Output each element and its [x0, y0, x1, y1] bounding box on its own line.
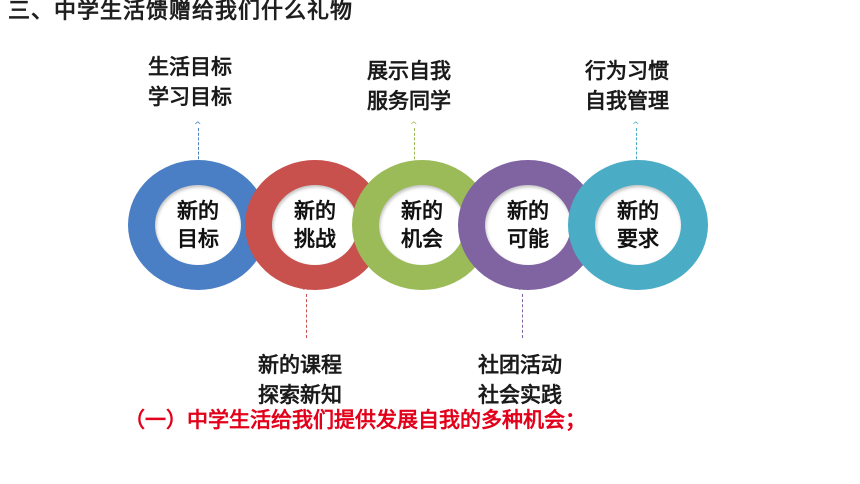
ring-text: 可能	[507, 227, 549, 251]
ring-center: 新的 挑战	[272, 185, 358, 265]
connector-opportunity	[414, 128, 415, 164]
ring-text: 挑战	[294, 227, 336, 251]
arrow-up-icon: ^	[632, 121, 640, 131]
label-line: 展示自我	[367, 59, 451, 83]
connector-challenge	[306, 294, 307, 338]
ring-center: 新的 要求	[595, 185, 681, 265]
label-line: 服务同学	[367, 89, 451, 113]
ring-text: 要求	[617, 227, 659, 251]
summary-note: （一）中学生活给我们提供发展自我的多种机会；	[124, 408, 586, 432]
label-opportunity: 展示自我 服务同学	[367, 56, 451, 116]
ring-possibility: 新的 可能	[458, 160, 598, 290]
label-line: 学习目标	[148, 85, 232, 109]
label-line: 社会实践	[478, 383, 562, 407]
label-challenge: 新的课程 探索新知	[258, 350, 342, 410]
ring-goal: 新的 目标	[128, 160, 268, 290]
ring-challenge: 新的 挑战	[245, 160, 385, 290]
arrow-up-icon: ^	[410, 121, 418, 131]
ring-text: 目标	[177, 227, 219, 251]
arrow-up-icon: ^	[518, 287, 526, 297]
ring-text: 新的	[507, 199, 549, 223]
connector-possibility	[522, 294, 523, 338]
label-requirements: 行为习惯 自我管理	[585, 56, 669, 116]
connector-requirements	[636, 128, 637, 164]
ring-text: 新的	[401, 199, 443, 223]
label-line: 探索新知	[258, 383, 342, 407]
arrow-up-icon: ^	[194, 121, 202, 131]
ring-text: 新的	[177, 199, 219, 223]
ring-requirement: 新的 要求	[568, 160, 708, 290]
label-goals: 生活目标 学习目标	[148, 52, 232, 112]
ring-center: 新的 机会	[379, 185, 465, 265]
connector-goals	[198, 128, 199, 164]
ring-center: 新的 可能	[485, 185, 571, 265]
label-line: 社团活动	[478, 353, 562, 377]
label-line: 新的课程	[258, 353, 342, 377]
label-line: 行为习惯	[585, 59, 669, 83]
label-line: 生活目标	[148, 55, 232, 79]
page-title: 三、中学生活馈赠给我们什么礼物	[8, 0, 354, 24]
ring-center: 新的 目标	[155, 185, 241, 265]
label-line: 自我管理	[585, 89, 669, 113]
arrow-up-icon: ^	[302, 287, 310, 297]
ring-text: 机会	[401, 227, 443, 251]
ring-text: 新的	[294, 199, 336, 223]
label-possibility: 社团活动 社会实践	[478, 350, 562, 410]
ring-text: 新的	[617, 199, 659, 223]
